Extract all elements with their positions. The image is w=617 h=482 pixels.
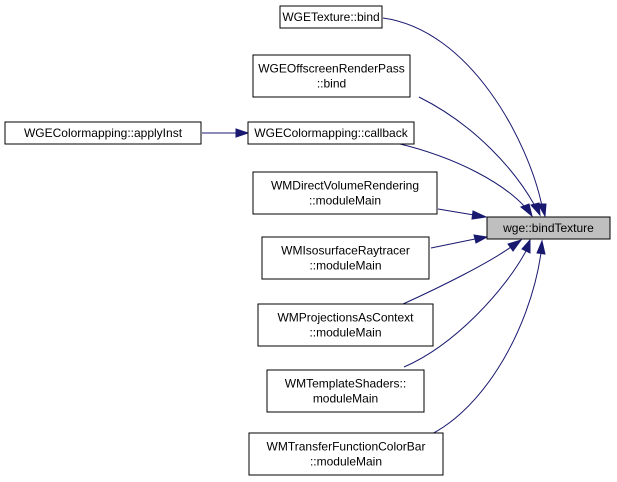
nodes-layer: wge::bindTexture WGETexture::bind WGEOff… bbox=[4, 5, 611, 476]
arrowhead-icon bbox=[473, 234, 489, 244]
arrowhead-icon bbox=[235, 128, 250, 138]
node-template-shaders[interactable]: WMTemplateShaders::moduleMain bbox=[266, 369, 425, 413]
node-label: ::bind bbox=[317, 77, 346, 91]
node-label: WMDirectVolumeRendering bbox=[271, 179, 419, 193]
node-label: WGEColormapping::callback bbox=[254, 126, 408, 140]
edge-transfer-to-bind-texture bbox=[414, 252, 542, 442]
arrowhead-icon bbox=[537, 203, 547, 218]
edge-isosurface-to-bind-texture bbox=[430, 238, 476, 249]
node-label: WMTemplateShaders:: bbox=[285, 377, 406, 391]
edge-callback-to-bind-texture bbox=[395, 142, 526, 208]
node-offscreen-render-pass-bind[interactable]: WGEOffscreenRenderPass::bind bbox=[252, 54, 411, 98]
node-isosurface-raytracer[interactable]: WMIsosurfaceRaytracer::moduleMain bbox=[261, 236, 430, 280]
node-label: wge::bindTexture bbox=[502, 221, 594, 235]
node-bind-texture[interactable]: wge::bindTexture bbox=[486, 216, 611, 240]
node-label: WGEColormapping::applyInst bbox=[24, 126, 183, 140]
node-box bbox=[248, 432, 444, 476]
node-box bbox=[4, 121, 202, 145]
node-box bbox=[261, 236, 430, 280]
arrowhead-icon bbox=[530, 202, 541, 217]
node-colormapping-apply-inst[interactable]: WGEColormapping::applyInst bbox=[4, 121, 202, 145]
arrowhead-icon bbox=[521, 238, 531, 254]
node-label: WGEOffscreenRenderPass bbox=[258, 62, 405, 76]
edge-template-shaders-to-bind-texture bbox=[403, 250, 527, 368]
arrowhead-icon bbox=[507, 239, 523, 252]
node-colormapping-callback[interactable]: WGEColormapping::callback bbox=[247, 121, 415, 145]
node-label: ::moduleMain bbox=[309, 326, 381, 340]
node-label: ::moduleMain bbox=[309, 194, 381, 208]
node-box bbox=[486, 216, 611, 240]
arrowhead-icon bbox=[520, 203, 533, 218]
edge-wgetexture-bind-to-bind-texture bbox=[382, 17, 543, 207]
edge-projections-to-bind-texture bbox=[402, 246, 512, 305]
edges-layer bbox=[202, 17, 547, 442]
edge-direct-volume-to-bind-texture bbox=[437, 208, 475, 216]
node-box bbox=[252, 54, 411, 98]
node-label: ::moduleMain bbox=[309, 259, 381, 273]
node-direct-volume-rendering[interactable]: WMDirectVolumeRendering::moduleMain bbox=[252, 171, 438, 215]
node-label: ::moduleMain bbox=[310, 455, 382, 469]
node-wgetexture-bind[interactable]: WGETexture::bind bbox=[279, 5, 383, 29]
node-label: WMTransferFunctionColorBar bbox=[267, 440, 426, 454]
node-projections-as-context[interactable]: WMProjectionsAsContext::moduleMain bbox=[257, 303, 434, 347]
node-label: moduleMain bbox=[313, 392, 378, 406]
node-transfer-function-color-bar[interactable]: WMTransferFunctionColorBar::moduleMain bbox=[248, 432, 444, 476]
node-box bbox=[266, 369, 425, 413]
arrowhead-icon bbox=[536, 239, 546, 255]
node-box bbox=[247, 121, 415, 145]
edge-offscreen-bind-to-bind-texture bbox=[418, 96, 536, 207]
node-box bbox=[279, 5, 383, 29]
arrowhead-icon bbox=[471, 210, 488, 220]
node-label: WMProjectionsAsContext bbox=[277, 311, 414, 325]
node-label: WMIsosurfaceRaytracer bbox=[281, 244, 410, 258]
node-label: WGETexture::bind bbox=[282, 10, 379, 24]
node-box bbox=[252, 171, 438, 215]
node-box bbox=[257, 303, 434, 347]
